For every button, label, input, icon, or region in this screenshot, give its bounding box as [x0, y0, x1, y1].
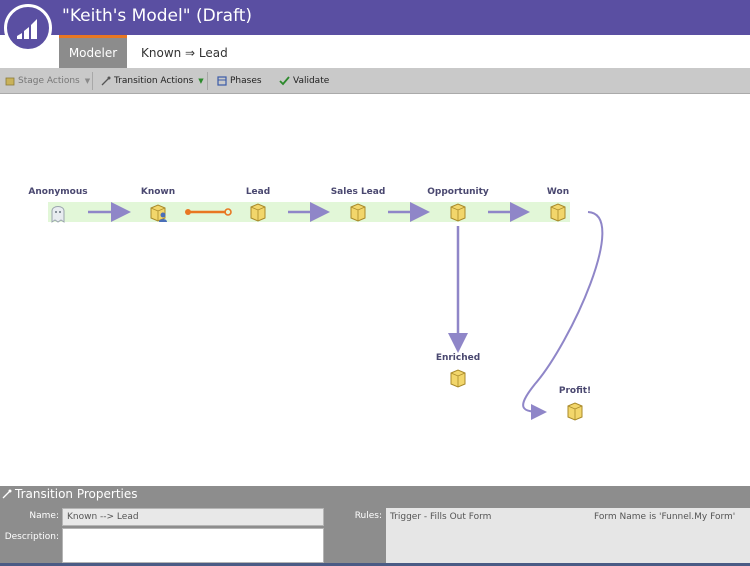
transition-selected-end: [224, 208, 232, 216]
box-icon[interactable]: [448, 201, 468, 223]
tab-bar: Modeler Known ⇒ Lead: [0, 35, 750, 68]
transition-actions-label: Transition Actions: [114, 76, 194, 86]
checkmark-icon: [279, 76, 290, 86]
validate-button[interactable]: Validate: [279, 68, 329, 94]
box-icon: [5, 77, 15, 86]
toolbar-divider: [207, 72, 208, 90]
phases-label: Phases: [230, 76, 262, 86]
validate-label: Validate: [293, 76, 330, 86]
ghost-icon[interactable]: [48, 202, 68, 224]
description-field[interactable]: [62, 528, 324, 563]
stage-label-known: Known: [140, 187, 176, 197]
box-person-icon[interactable]: [148, 201, 168, 223]
stage-label-enriched: Enriched: [435, 353, 481, 363]
name-label: Name:: [29, 511, 59, 521]
rules-box[interactable]: Trigger - Fills Out Form Form Name is 'F…: [386, 508, 750, 566]
transitions-layer: [88, 202, 604, 420]
chevron-down-icon: ▼: [198, 77, 204, 85]
box-icon[interactable]: [348, 201, 368, 223]
transition-won-profit[interactable]: [522, 211, 604, 420]
stage-actions-label: Stage Actions: [18, 76, 80, 86]
transition-icon: [2, 489, 12, 499]
marketo-logo-icon[interactable]: [4, 4, 52, 52]
box-icon[interactable]: [448, 367, 468, 389]
stage-label-opportunity: Opportunity: [427, 187, 489, 197]
bottom-border: [0, 563, 750, 566]
panel-title: Transition Properties: [2, 487, 138, 501]
transition-icon: [101, 76, 111, 86]
chevron-down-icon: ▼: [84, 77, 91, 85]
stage-label-won: Won: [546, 187, 570, 197]
stage-label-lead: Lead: [245, 187, 271, 197]
phases-button[interactable]: Phases: [217, 68, 262, 94]
rule-constraint: Form Name is 'Funnel.My Form': [594, 512, 736, 522]
tab-known-lead[interactable]: Known ⇒ Lead: [141, 46, 228, 60]
model-canvas[interactable]: Anonymous Known Lead Sales Lead Opportun…: [0, 94, 750, 486]
transition-properties-panel: Transition Properties Name: Known --> Le…: [0, 486, 750, 566]
phases-icon: [217, 76, 227, 86]
toolbar-divider: [92, 72, 93, 90]
box-icon[interactable]: [565, 400, 585, 422]
header-bar: "Keith's Model" (Draft): [0, 0, 750, 35]
stage-label-sales-lead: Sales Lead: [330, 187, 386, 197]
stage-label-anonymous: Anonymous: [28, 187, 88, 197]
description-label: Description:: [4, 532, 59, 542]
page-title: "Keith's Model" (Draft): [62, 6, 253, 26]
panel-title-text: Transition Properties: [15, 487, 138, 501]
box-icon[interactable]: [248, 201, 268, 223]
rules-label: Rules:: [354, 511, 382, 521]
transition-actions-button[interactable]: Transition Actions ▼: [101, 68, 204, 94]
stage-label-profit: Profit!: [558, 386, 592, 396]
transition-selected-start: [185, 209, 191, 215]
rule-trigger: Trigger - Fills Out Form: [390, 512, 492, 522]
stage-actions-button[interactable]: Stage Actions ▼: [5, 68, 90, 94]
name-field[interactable]: Known --> Lead: [62, 508, 324, 526]
box-icon[interactable]: [548, 201, 568, 223]
tab-modeler[interactable]: Modeler: [59, 35, 127, 68]
toolbar: Stage Actions ▼ Transition Actions ▼ Pha…: [0, 68, 750, 94]
